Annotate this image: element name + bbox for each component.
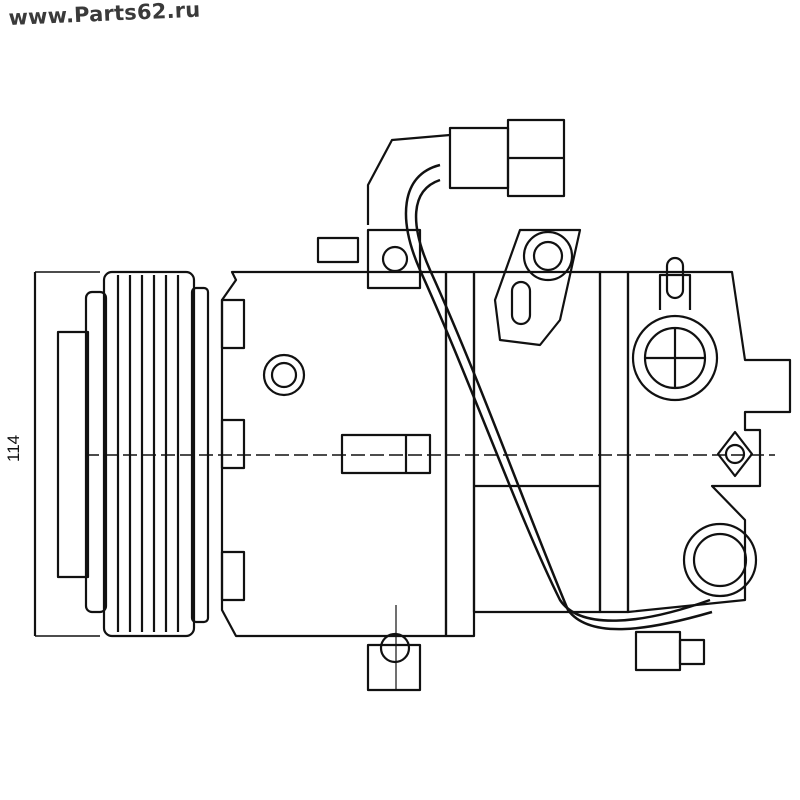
front-housing — [220, 270, 448, 638]
dimension-lines — [33, 271, 100, 637]
connector-wire — [366, 118, 713, 631]
top-fittings — [316, 228, 582, 692]
pulley — [56, 270, 210, 638]
rear-head — [626, 256, 792, 672]
cylinder-block — [444, 270, 630, 638]
